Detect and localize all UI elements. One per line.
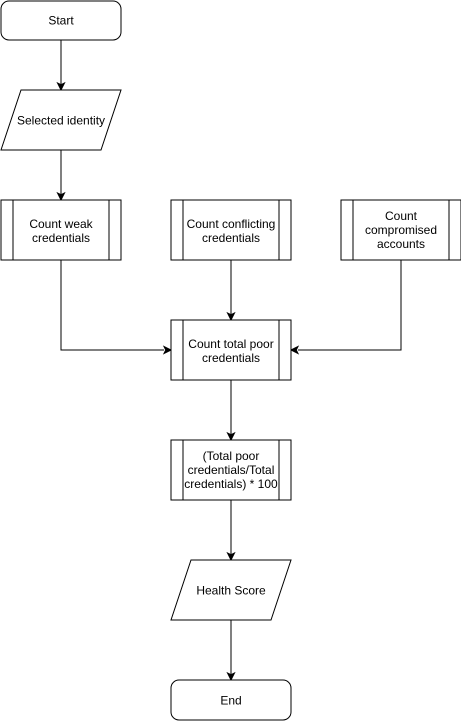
edge-count-compromised-to-count-total-poor [289,260,402,355]
count-conflicting-credentials-label-line-1: Count conflicting [187,217,276,231]
selected-identity-label: Selected identity [17,114,105,128]
start-label: Start [48,14,74,28]
health-score-label: Health Score [196,584,266,598]
count-compromised-accounts-label-line-2: compromised [365,223,437,237]
count-total-poor-credentials-label-line-1: Count total poor [188,337,273,351]
count-compromised-accounts-node: Count compromised accounts [340,199,461,261]
count-weak-credentials-label-line-1: Count weak [29,217,93,231]
count-compromised-accounts-label-line-1: Count [385,209,418,223]
edge-count-total-poor-to-ratio [226,380,236,442]
edge-selected-identity-to-count-weak [56,150,66,202]
count-compromised-accounts-label-line-3: accounts [377,237,425,251]
count-conflicting-credentials-label-line-2: credentials [202,231,260,245]
edge-health-score-to-end [226,620,236,682]
count-total-poor-credentials-label-line-2: credentials [202,351,260,365]
edge-count-weak-to-count-total-poor [60,260,173,355]
start-node: Start [0,0,122,41]
count-total-poor-credentials-node: Count total poor credentials [170,319,292,381]
health-score-node: Health Score [170,559,292,621]
health-ratio-formula-label-line-2: credentials/Total [188,463,275,477]
health-ratio-formula-label-line-1: (Total poor [203,449,260,463]
end-node: End [170,679,292,721]
end-label: End [220,694,241,708]
edge-count-conflicting-to-count-total-poor [226,260,236,322]
edge-start-to-selected-identity [56,40,66,92]
health-ratio-formula-label-line-3: credentials) * 100 [184,477,278,491]
edge-ratio-to-health-score [226,500,236,562]
count-weak-credentials-node: Count weak credentials [0,199,122,261]
count-weak-credentials-label-line-2: credentials [32,231,90,245]
selected-identity-node: Selected identity [0,89,122,151]
count-conflicting-credentials-node: Count conflicting credentials [170,199,292,261]
health-ratio-formula-node: (Total poor credentials/Total credential… [170,439,292,501]
